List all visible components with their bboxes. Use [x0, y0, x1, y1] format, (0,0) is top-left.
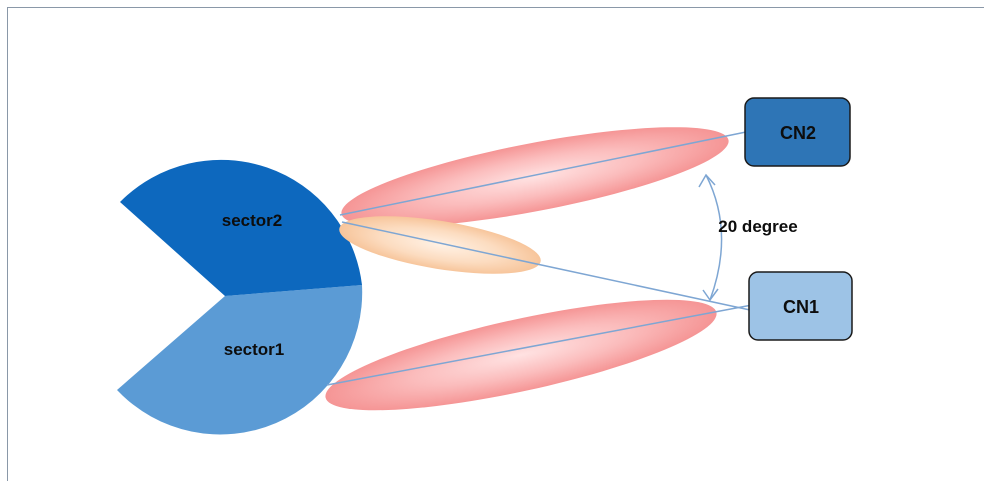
- angle-arc: [705, 174, 723, 301]
- cn1-label: CN1: [783, 297, 819, 317]
- link-line-cn2: [339, 131, 747, 216]
- beam-to-cn1: [325, 299, 717, 411]
- side-lobe-beam: [339, 216, 541, 274]
- cn2-label: CN2: [780, 123, 816, 143]
- sector1-label: sector1: [224, 340, 284, 359]
- link-line-cn1-sector2: [341, 221, 751, 311]
- sector1-wedge: [117, 285, 363, 435]
- link-line-cn1-sector1: [326, 304, 753, 386]
- sector2-wedge: [120, 159, 362, 296]
- angle-label: 20 degree: [718, 217, 797, 236]
- diagram-frame: [7, 7, 984, 481]
- angle-arrowhead-bottom: [702, 288, 719, 302]
- sector2-label: sector2: [222, 211, 282, 230]
- angle-arrowhead-top: [698, 173, 716, 188]
- cn2-box: [744, 97, 851, 167]
- cn1-box: [748, 271, 853, 341]
- beam-to-cn2: [341, 127, 729, 227]
